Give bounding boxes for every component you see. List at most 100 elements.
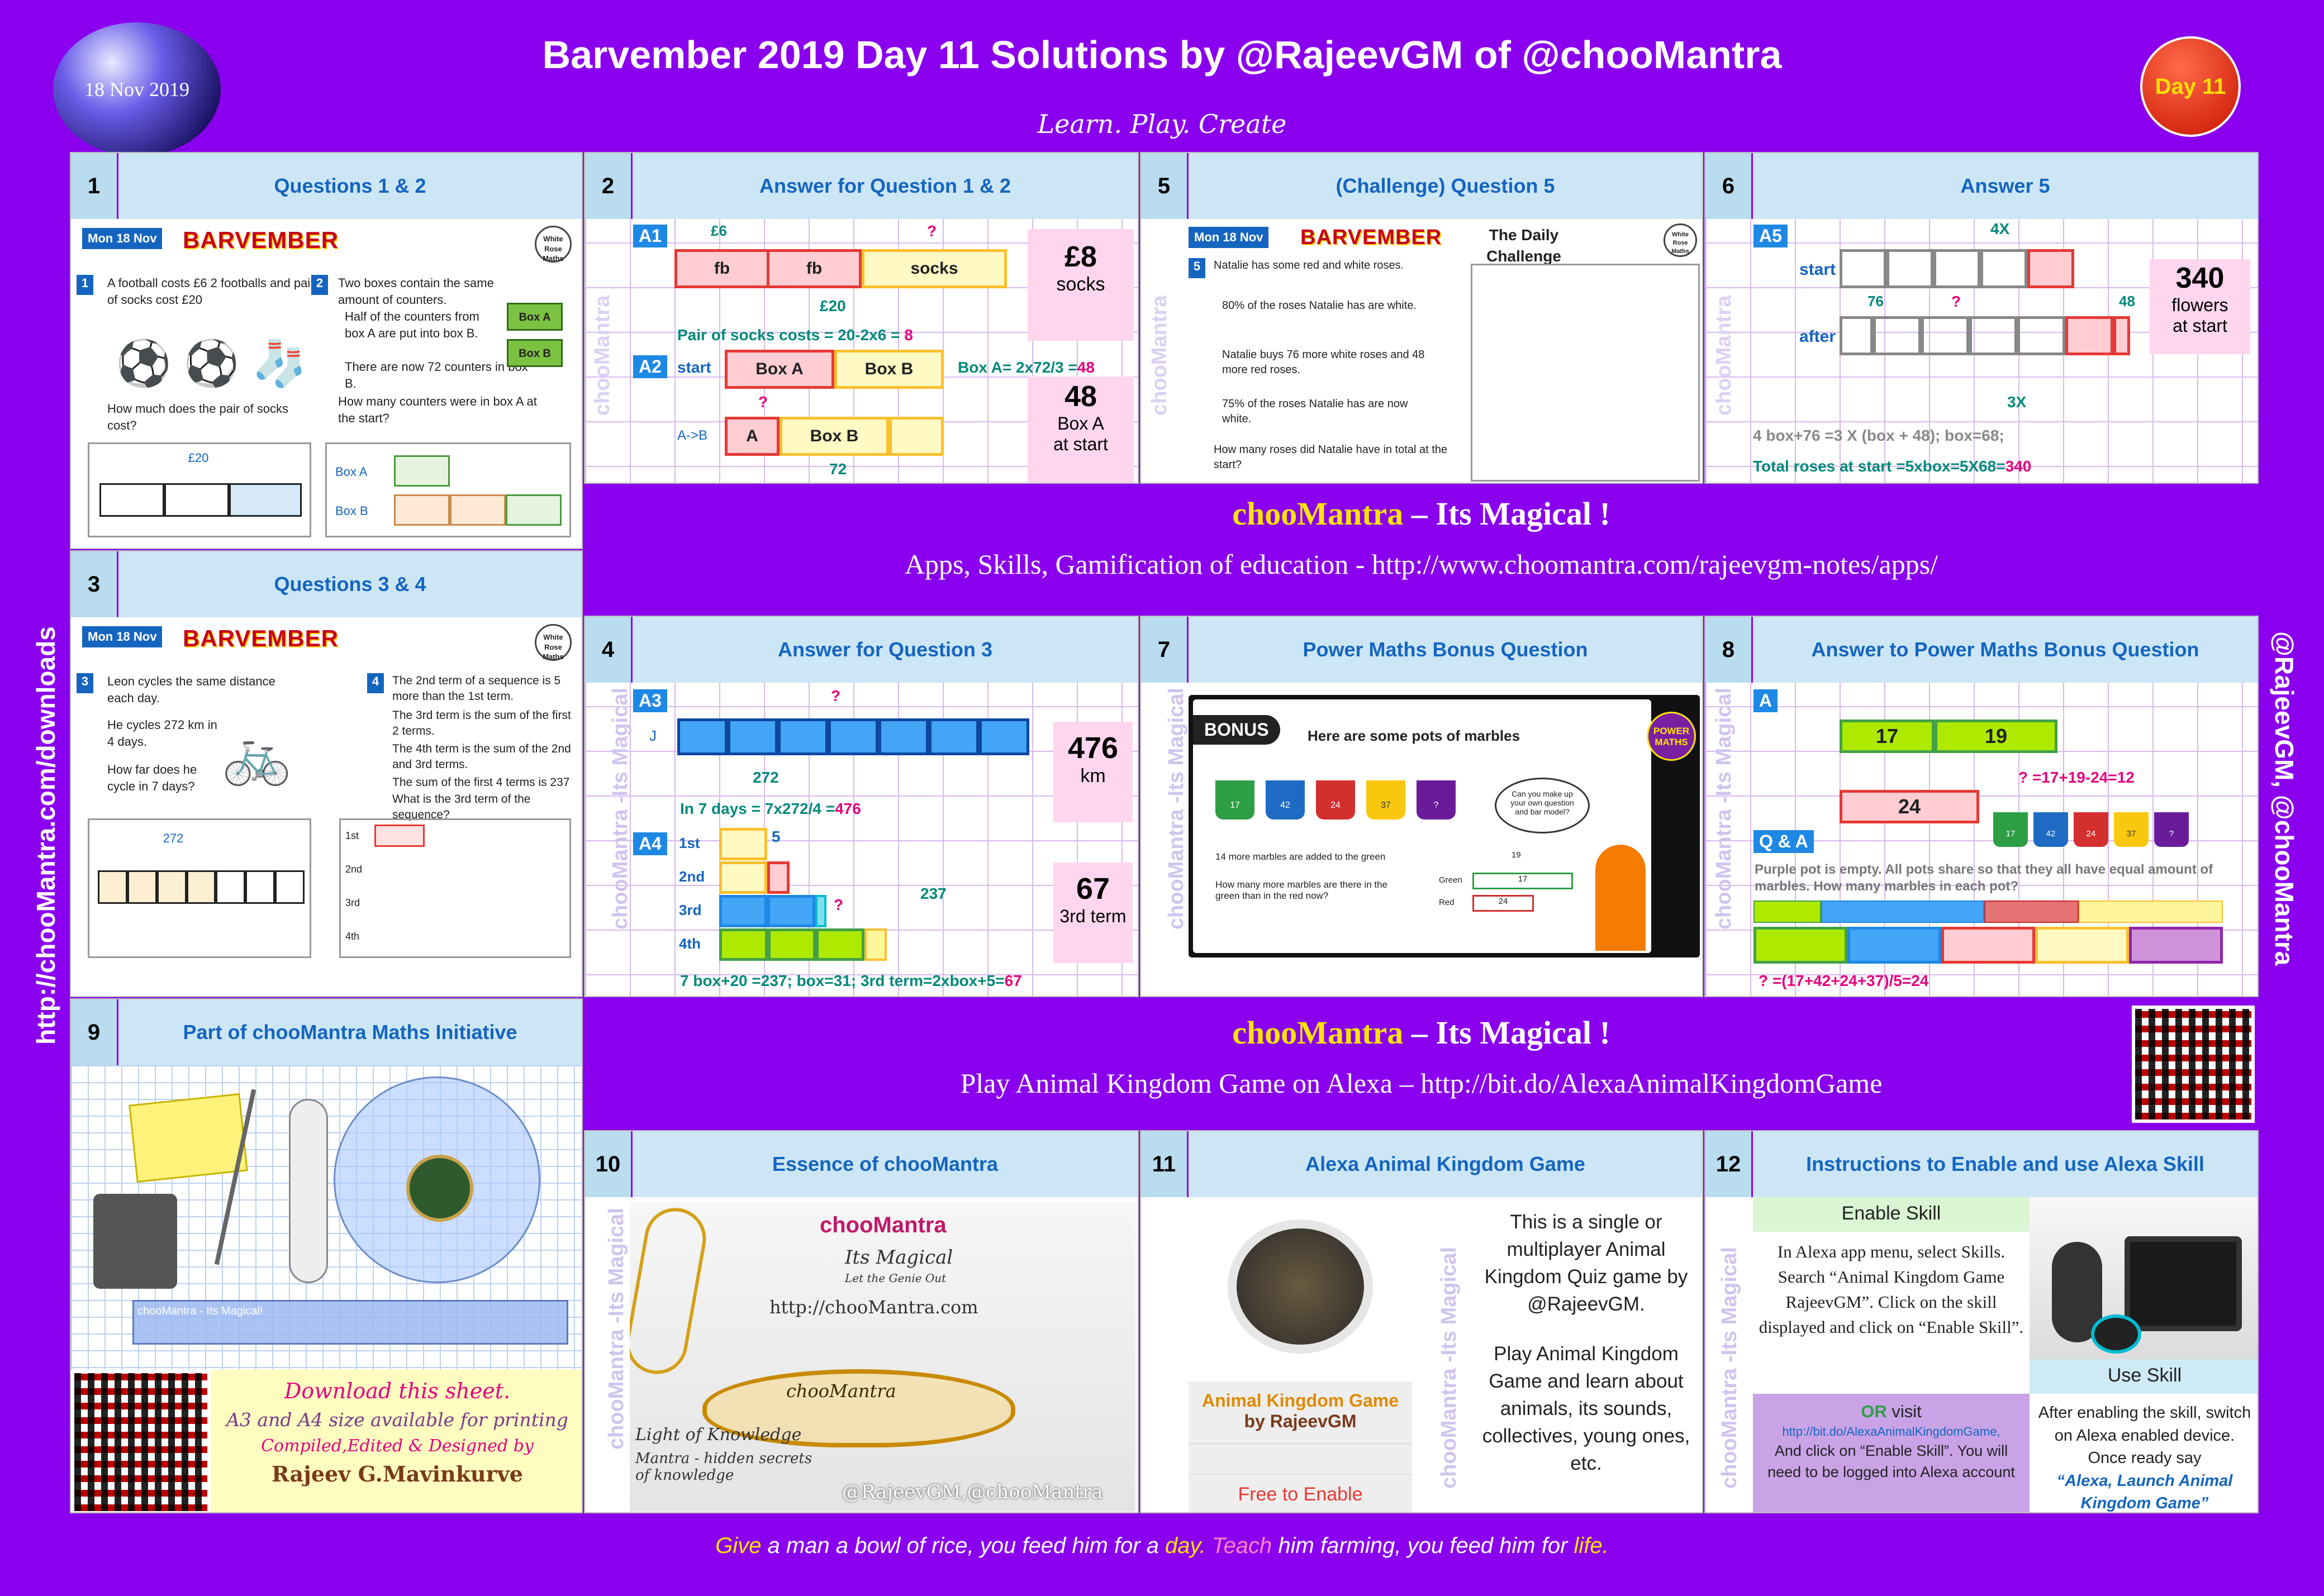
answer-q1-value: £8 (1064, 241, 1097, 273)
quote-part-2: him farming, you feed him for (1272, 1533, 1574, 1558)
answer-q4-value: 67 (1076, 872, 1110, 906)
panel-number: 8 (1705, 617, 1753, 683)
white-rose-maths-logo: White Rose Maths (1664, 223, 1697, 257)
start-bar-cell (1886, 249, 1933, 288)
echo-devices-image (2030, 1197, 2258, 1359)
q4-text-2: The 3rd term is the sum of the first 2 t… (392, 709, 571, 738)
box-a-val: 48 (1077, 359, 1095, 376)
after-bar-cell (1873, 316, 1921, 355)
panel-number: 7 (1141, 617, 1189, 683)
download-text[interactable]: Download this sheet. (284, 1379, 511, 1403)
term-3rd: 3rd (679, 902, 702, 918)
a4-eq: 7 box+20 =237; box=31; 3rd term=2xbox+5= (680, 972, 1005, 989)
alexa-game-link[interactable]: Play Animal Kingdom Game on Alexa – http… (960, 1068, 1883, 1099)
green-pot-icon: 17 (1215, 780, 1254, 820)
q5-bullet-1: 80% of the roses Natalie has are white. (1222, 299, 1417, 312)
panel-7: 7 Power Maths Bonus Question chooMantra -… (1140, 616, 1703, 997)
label-a1: A1 (633, 225, 667, 247)
quote-day: day. (1165, 1533, 1206, 1558)
term-1st: 1st (679, 835, 700, 851)
answer-q1-unit: socks (1056, 274, 1105, 295)
after-bar-cell (2017, 316, 2065, 355)
quote-teach: Teach (1205, 1533, 1272, 1558)
barvember-logo: BARVEMBER (183, 227, 339, 253)
watermark: chooMantra -Its Magical (609, 688, 632, 930)
download-box: Download this sheet. A3 and A4 size avai… (211, 1370, 582, 1512)
q2-bar-cell (450, 494, 506, 526)
label-a: A (1753, 689, 1778, 712)
term2-bar (719, 861, 767, 894)
q3-bar-cell (186, 870, 216, 904)
power-maths-sheet: BONUS Here are some pots of marbles 17 4… (1193, 699, 1651, 953)
a4-val: 67 (1004, 972, 1022, 989)
start-bar-cell (1980, 249, 2027, 288)
white-rose-maths-logo: White Rose Maths (535, 624, 572, 661)
watermark: chooMantra (1148, 295, 1171, 416)
label-start: start (677, 359, 711, 376)
q1-question: How much does the pair of socks cost? (107, 402, 289, 432)
speech-bubble: Can you make up your own question and ba… (1495, 778, 1590, 833)
quote-give: Give (715, 1533, 762, 1558)
panel-title: Power Maths Bonus Question (1303, 638, 1588, 661)
term-label: 2nd (345, 864, 363, 875)
essence-url[interactable]: http://chooMantra.com (769, 1297, 978, 1318)
date-tag: Mon 18 Nov (82, 626, 163, 647)
q3-bar-frame: 272 (88, 818, 311, 958)
eraser-icon (129, 1093, 248, 1183)
box-b-icon: Box B (507, 339, 563, 367)
label-237: 237 (920, 885, 947, 902)
a8-val: 24 (1911, 972, 1929, 989)
left-side-url[interactable]: http://chooMantra.com/downloads (31, 626, 60, 1045)
spacer-row (1189, 1443, 1412, 1474)
alexa-skill-link[interactable]: http://bit.do/AlexaAnimalKingdomGame, (1782, 1425, 2000, 1439)
bonus-q-line-1: 14 more marbles are added to the green (1215, 851, 1386, 862)
label-question: ? (1951, 293, 1961, 310)
q3-bar-cell (98, 870, 127, 904)
panel-title: Answer 5 (1960, 174, 2050, 197)
panel-number: 6 (1705, 153, 1753, 219)
box-a-eq: Box A= 2x72/3 = (958, 359, 1077, 376)
answer-q4-unit: 3rd term (1059, 906, 1127, 926)
alexa-bubble-area (1189, 1197, 1412, 1381)
socks-val: 8 (904, 326, 913, 344)
footer-quote: Give a man a bowl of rice, you feed him … (0, 1533, 2324, 1559)
label-question-2: ? (834, 896, 844, 913)
day-text: Day 11 (2155, 74, 2226, 99)
pots-row: 17 42 24 37 ? (1993, 812, 2189, 847)
qr-code-icon[interactable] (2132, 1006, 2255, 1123)
a3-bar-cell (878, 718, 929, 755)
game-description: This is a single or multiplayer Animal K… (1468, 1197, 1702, 1512)
date-tag: Mon 18 Nov (1189, 227, 1269, 248)
q3-bar-cell (275, 870, 305, 904)
apps-link[interactable]: Apps, Skills, Gamification of education … (904, 549, 1938, 580)
q1-bar-cell (164, 483, 229, 517)
after-bar-cell (1921, 316, 1969, 355)
label-forty-eight: 48 (2119, 293, 2135, 309)
term4-bar-cell (767, 928, 816, 961)
q2-number: 2 (311, 275, 328, 295)
a5-total: Total roses at start =5xbox=5X68=340 (1753, 458, 2031, 475)
qr-code-download-icon[interactable] (71, 1370, 211, 1512)
free-to-enable[interactable]: Free to Enable (1189, 1474, 1412, 1512)
q4-bar-frame: 1st 2nd 3rd 4th (339, 818, 571, 958)
after-bar (1840, 316, 2130, 355)
q3-text-2: He cycles 272 km in 4 days. (107, 718, 217, 749)
q2-bar-cell (506, 494, 562, 526)
q3-bar-total: 272 (163, 831, 184, 845)
label-a2: A2 (633, 355, 667, 378)
game-name: Animal Kingdom Game (1201, 1390, 1399, 1411)
bonus-banner: BONUS (1193, 715, 1280, 745)
panel-number: 3 (71, 551, 118, 617)
panel-number: 4 (585, 617, 633, 683)
watermark: chooMantra -Its Magical (1712, 688, 1736, 930)
a5-total-val: 340 (2005, 458, 2032, 475)
watermark: chooMantra -Its Magical (1437, 1247, 1461, 1489)
share-bar-green (1753, 901, 1821, 923)
watermark: chooMantra -Its Magical (1165, 688, 1188, 930)
